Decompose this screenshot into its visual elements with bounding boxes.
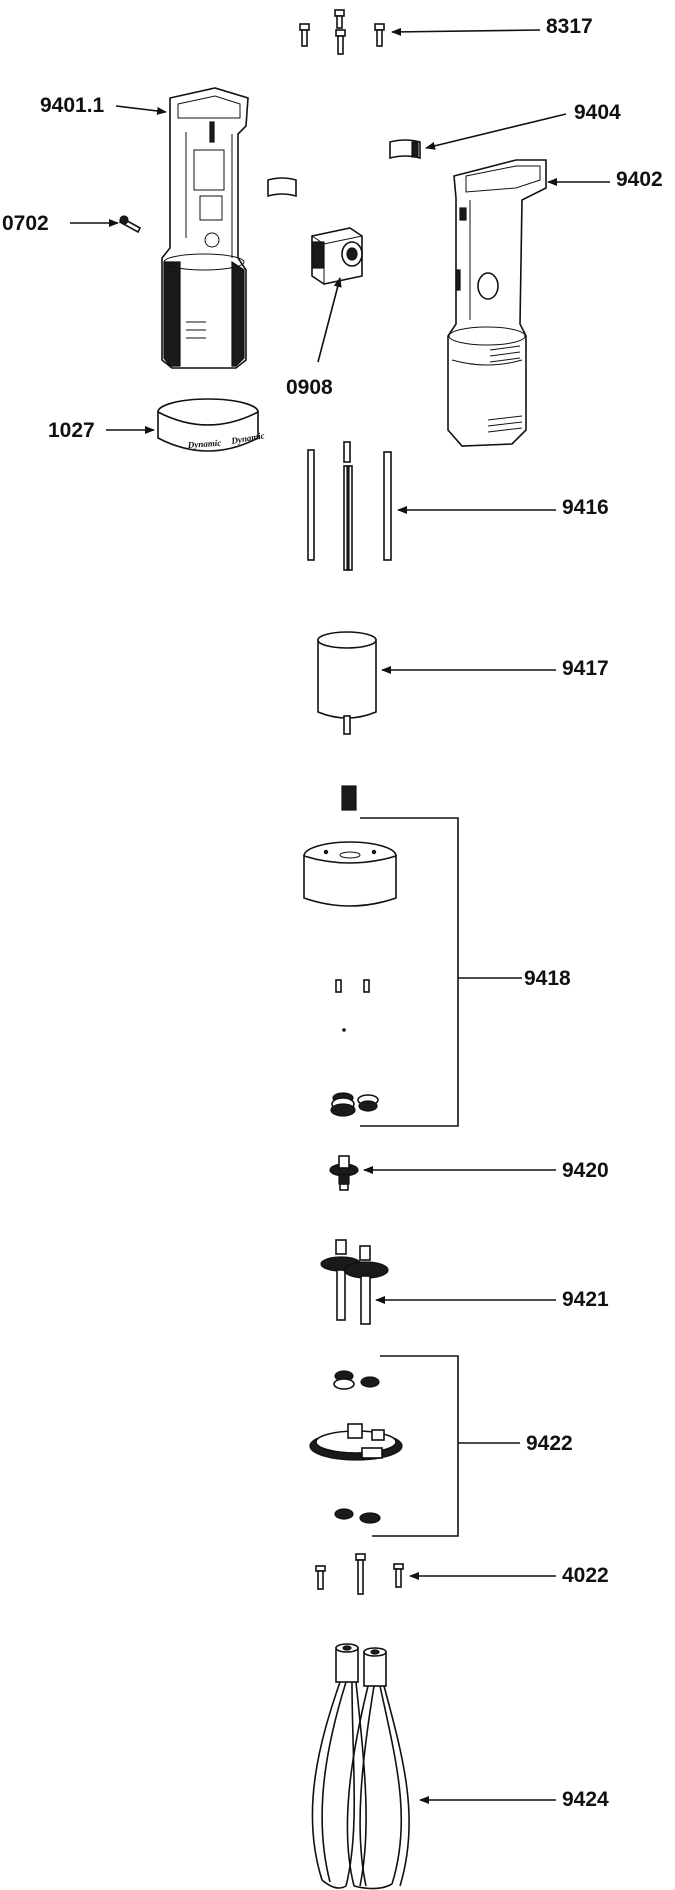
clip-piece — [267, 177, 297, 198]
gearbox-group-9418 — [303, 785, 397, 1117]
label-9416: 9416 — [562, 496, 609, 519]
label-9404: 9404 — [574, 101, 621, 124]
label-9418: 9418 — [524, 967, 571, 990]
label-8317: 8317 — [546, 15, 593, 38]
label-9422: 9422 — [526, 1432, 573, 1455]
clip-9404 — [389, 139, 421, 160]
pin-0702 — [118, 215, 142, 234]
whisks-9424 — [311, 1643, 410, 1890]
label-9420: 9420 — [562, 1159, 609, 1182]
screws-4022 — [315, 1553, 404, 1595]
housing-right-9402 — [447, 159, 547, 447]
ring-1027: Dynamic Dynamic — [157, 398, 265, 452]
label-0908: 0908 — [286, 376, 333, 399]
label-1027: 1027 — [48, 419, 95, 442]
shafts-9421 — [320, 1239, 389, 1325]
label-9424: 9424 — [562, 1788, 609, 1811]
motor-9417 — [317, 631, 377, 735]
bracket-9422 — [372, 1355, 520, 1537]
ring-text-1: Dynamic — [186, 438, 221, 450]
switch-0908 — [311, 227, 363, 285]
label-9401-1: 9401.1 — [40, 94, 105, 117]
label-9402: 9402 — [616, 168, 663, 191]
gear-housing-group-9422 — [309, 1370, 403, 1524]
label-9421: 9421 — [562, 1288, 609, 1311]
rods-9416 — [307, 441, 392, 571]
gear-9420 — [329, 1155, 359, 1191]
housing-left-9401-1 — [161, 87, 249, 369]
screws-8317 — [299, 9, 385, 55]
label-0702: 0702 — [2, 212, 49, 235]
bracket-9418 — [360, 817, 522, 1127]
label-4022: 4022 — [562, 1564, 609, 1587]
label-9417: 9417 — [562, 657, 609, 680]
